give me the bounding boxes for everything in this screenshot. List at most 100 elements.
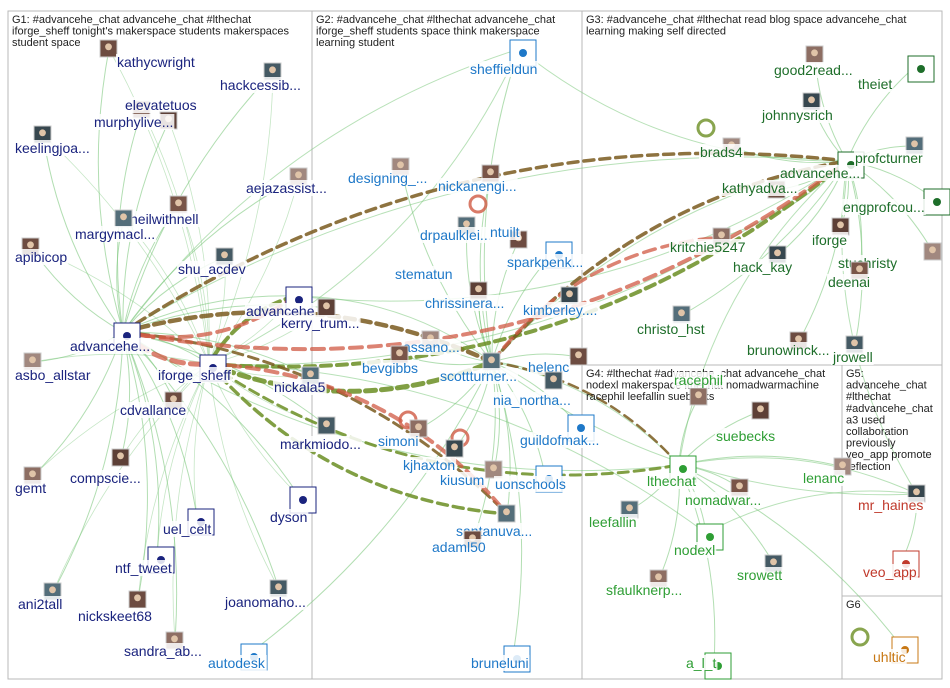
label-background: [811, 232, 849, 248]
avatar-face-icon: [117, 452, 124, 460]
node[interactable]: kerry_trum...: [280, 298, 361, 331]
node[interactable]: engprofcou...: [842, 188, 950, 216]
node[interactable]: cdvallance: [119, 391, 188, 418]
node[interactable]: kjhaxton: [402, 439, 464, 473]
node[interactable]: asbo_allstar: [14, 352, 92, 383]
node[interactable]: guildofmak...: [519, 414, 601, 448]
node[interactable]: leefallin: [588, 500, 639, 530]
node[interactable]: helenc: [527, 347, 588, 375]
label-background: [732, 259, 794, 275]
avatar-face-icon: [911, 140, 918, 148]
label-background: [519, 432, 601, 448]
node-label: simoni: [378, 433, 418, 449]
node[interactable]: autodesk: [207, 643, 268, 671]
node[interactable]: sfaulknerp...: [605, 569, 684, 598]
node[interactable]: veo_app: [862, 550, 920, 580]
group-descriptions: G1: #advancehe_chat advancehe_chat #lthe…: [12, 14, 933, 611]
node[interactable]: chrissinera...: [424, 281, 506, 311]
node-label: apibicop: [15, 249, 67, 265]
node[interactable]: neilwithnell: [129, 195, 200, 227]
node[interactable]: profcturner: [854, 136, 925, 166]
node[interactable]: ntuilt: [489, 224, 528, 249]
node[interactable]: a_l_t: [685, 652, 732, 680]
node[interactable]: assano...: [402, 330, 461, 355]
node[interactable]: elevatetuos: [124, 97, 198, 119]
node-label: nomadwar...: [685, 492, 761, 508]
node[interactable]: nomadwar...: [684, 478, 763, 508]
node[interactable]: apibicop: [14, 237, 69, 265]
node[interactable]: nodexl: [673, 523, 724, 558]
node[interactable]: shu_acdev: [177, 247, 247, 277]
node[interactable]: sparkpenk...: [506, 241, 585, 270]
node[interactable]: christo_hst: [636, 305, 706, 337]
group-description-g5: reflection: [846, 461, 891, 473]
node[interactable]: lthechat: [646, 455, 698, 489]
node[interactable]: simoni: [377, 419, 428, 449]
node[interactable]: brads4: [699, 137, 745, 160]
node[interactable]: bruneluni: [470, 645, 531, 673]
node[interactable]: murphylive...: [93, 111, 178, 130]
node-label: sheffieldun: [470, 61, 537, 77]
node[interactable]: sheffieldun: [469, 39, 539, 77]
node[interactable]: ntf_tweet: [114, 546, 175, 576]
node[interactable]: deenai: [827, 261, 872, 290]
node[interactable]: hackcessib...: [219, 62, 302, 93]
node[interactable]: margymacl...: [74, 209, 157, 242]
node[interactable]: advancehe...: [779, 151, 865, 181]
node-label: drpaulklei...: [420, 227, 492, 243]
node[interactable]: nickanengi...: [437, 164, 518, 194]
node[interactable]: scottturner...: [439, 352, 519, 384]
node[interactable]: jrowell: [831, 335, 874, 365]
node[interactable]: nickskeet68: [77, 590, 154, 624]
node[interactable]: mr_haines: [857, 484, 926, 513]
node[interactable]: gemt: [14, 466, 48, 496]
node[interactable]: hack_kay: [732, 245, 794, 275]
node[interactable]: ani2tall: [17, 582, 64, 612]
node[interactable]: dyson: [269, 486, 317, 525]
node[interactable]: uonschools: [494, 465, 567, 493]
node[interactable]: theiet: [857, 55, 935, 92]
avatar-face-icon: [566, 290, 573, 298]
node[interactable]: bevgibbs: [361, 345, 420, 376]
node[interactable]: markmiodo...: [279, 416, 362, 452]
node[interactable]: srowett: [736, 554, 784, 583]
label-background: [721, 180, 799, 196]
node[interactable]: racephil: [673, 372, 725, 406]
node[interactable]: nickala5: [273, 366, 327, 395]
label-background: [494, 476, 567, 492]
label-background: [280, 315, 361, 331]
avatar-face-icon: [451, 443, 458, 451]
node[interactable]: joanomaho...: [223, 579, 307, 610]
node[interactable]: kritchie5247: [669, 227, 747, 255]
group-description-g5: a3 used: [846, 414, 885, 426]
group-description-g2: learning student: [316, 37, 394, 49]
node-label: lenanc: [803, 470, 844, 486]
node[interactable]: compscie...: [69, 448, 142, 486]
node[interactable]: keelingjoa...: [14, 125, 91, 156]
node[interactable]: kiusum: [439, 460, 503, 488]
node[interactable]: lenanc: [802, 457, 852, 486]
node[interactable]: nia_northa...: [492, 371, 572, 408]
node[interactable]: iforge_sheff: [157, 354, 233, 383]
node[interactable]: good2read...: [773, 45, 854, 78]
node-label: shu_acdev: [178, 261, 246, 277]
node[interactable]: sandra_ab...: [123, 631, 203, 659]
node[interactable]: drpaulklei...: [419, 216, 493, 243]
node[interactable]: johnnysrich: [760, 92, 834, 123]
node[interactable]: uel_celt: [162, 508, 215, 537]
node[interactable]: kathyadva...: [721, 180, 799, 199]
node[interactable]: aejazassist...: [245, 167, 328, 196]
label-background: [736, 567, 784, 583]
group-description-g2: G2: #advancehe_chat #lthechat advancehe_…: [316, 14, 555, 26]
node-label: lthechat: [647, 473, 696, 489]
node[interactable]: kimberley....: [522, 286, 599, 318]
logo-mark-icon: [706, 533, 714, 541]
node[interactable]: kathycwright: [99, 39, 196, 70]
node[interactable]: iforge: [811, 217, 850, 248]
node[interactable]: adaml50: [431, 530, 487, 555]
node[interactable]: advancehe...: [69, 322, 152, 354]
node[interactable]: designing_...: [347, 157, 429, 186]
node[interactable]: brunowinck...: [746, 331, 831, 358]
node[interactable]: suebecks: [715, 401, 777, 444]
node[interactable]: uhltic: [872, 636, 919, 665]
